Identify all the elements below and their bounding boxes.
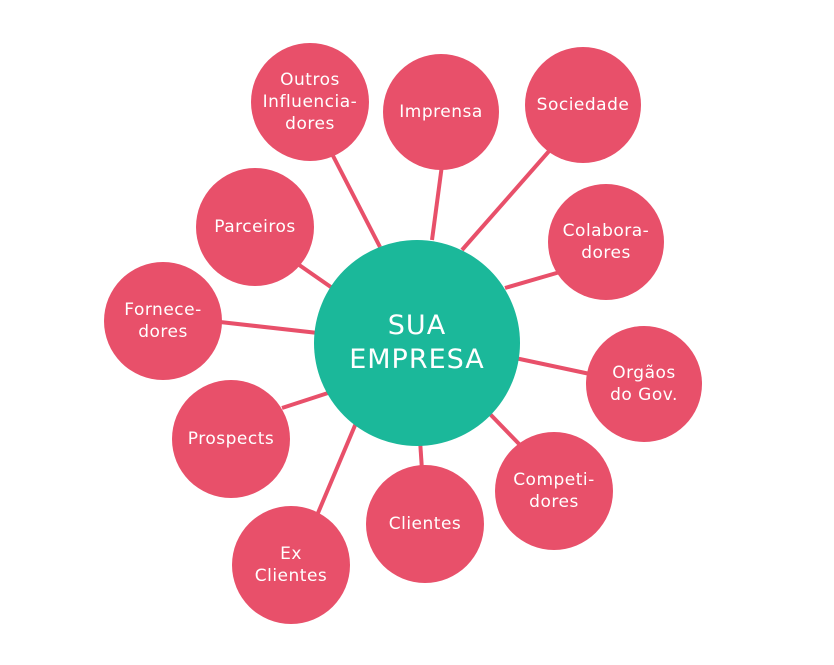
node-label: Sociedade (536, 95, 630, 115)
node-label: Parceiros (214, 217, 296, 237)
node-label: Competi- dores (513, 470, 595, 512)
node-colaboradores: Colabora- dores (548, 184, 664, 300)
link-sociedade (460, 148, 552, 252)
link-ex-clientes (316, 422, 358, 514)
link-colaboradores (504, 270, 561, 290)
node-parceiros: Parceiros (196, 168, 314, 286)
node-orgaos-gov: Orgãos do Gov. (586, 326, 702, 442)
node-label: Fornece- dores (124, 300, 202, 342)
node-label: Imprensa (399, 102, 483, 122)
center-label: SUA EMPRESA (349, 310, 485, 375)
node-clientes: Clientes (366, 465, 484, 583)
link-prospects (281, 391, 329, 410)
node-imprensa: Imprensa (383, 54, 499, 170)
node-competidores: Competi- dores (495, 432, 613, 550)
link-orgaos-gov (514, 356, 591, 376)
node-ex-clientes: Ex Clientes (232, 506, 350, 624)
link-imprensa (430, 164, 444, 241)
link-fornecedores (219, 320, 319, 335)
link-outros-influenciadores (328, 149, 382, 248)
node-label: Ex Clientes (254, 544, 328, 586)
node-label: Prospects (187, 429, 275, 449)
link-competidores (486, 410, 524, 449)
node-fornecedores: Fornece- dores (104, 262, 222, 380)
node-outros-influenciadores: Outros Influencia- dores (251, 43, 369, 161)
node-sociedade: Sociedade (525, 47, 641, 163)
node-label: Colabora- dores (562, 221, 650, 263)
node-label: Orgãos do Gov. (610, 363, 678, 405)
node-label: Clientes (388, 514, 462, 534)
center-node-sua-empresa: SUA EMPRESA (314, 240, 520, 446)
node-prospects: Prospects (172, 380, 290, 498)
node-label: Outros Influencia- dores (262, 70, 358, 134)
